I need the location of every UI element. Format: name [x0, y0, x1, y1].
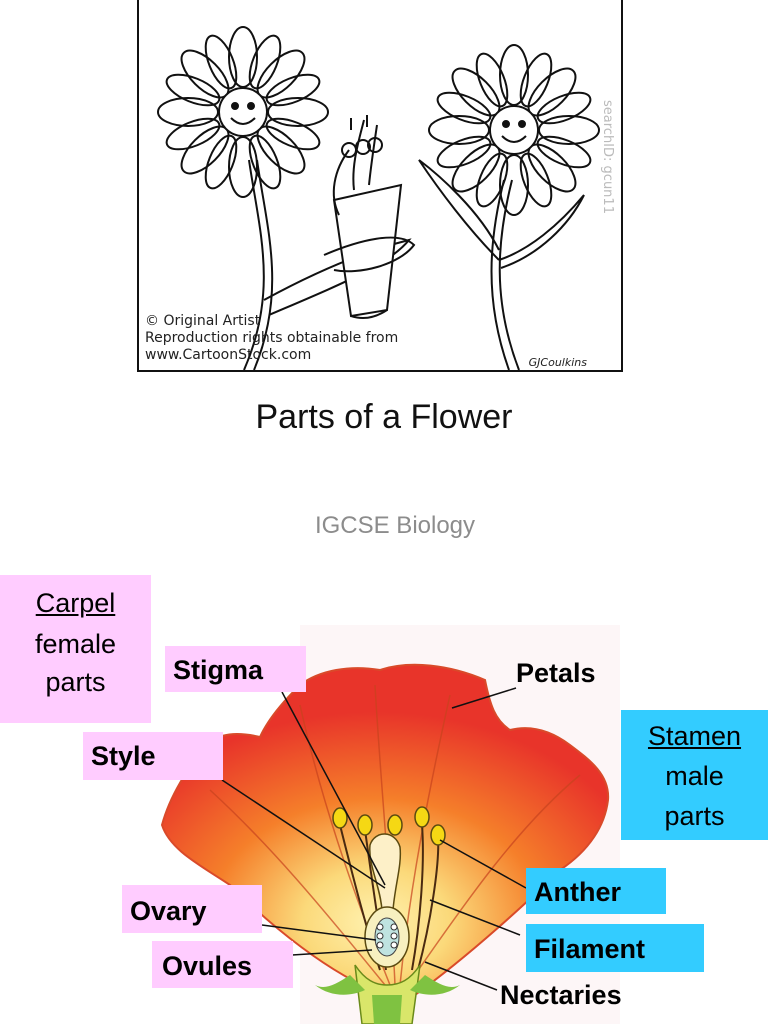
anther-label-box: Anther: [526, 868, 666, 914]
ovary-label: Ovary: [130, 896, 207, 926]
carpel-line1: female: [34, 629, 117, 659]
artist-signature: GJCoulkins: [528, 356, 587, 369]
filament-label: Filament: [534, 934, 646, 964]
anther-label: Anther: [534, 877, 621, 907]
cartoon-image: © Original Artist Reproduction rights ob…: [137, 0, 623, 372]
credit-line-1: © Original Artist: [145, 313, 261, 329]
ovules-label-box: Ovules: [152, 941, 293, 988]
credit-line-2: Reproduction rights obtainable from: [145, 330, 399, 346]
stamen-box: Stamen male parts: [621, 710, 768, 840]
style-label: Style: [91, 741, 156, 771]
page-subtitle: IGCSE Biology: [314, 512, 476, 539]
flower-cartoon-drawing: [157, 26, 600, 370]
petals-label: Petals: [516, 658, 596, 688]
carpel-heading: Carpel: [35, 588, 116, 618]
style-label-box: Style: [83, 732, 223, 780]
stamen-heading: Stamen: [647, 721, 742, 751]
ovules-label: Ovules: [162, 951, 253, 981]
ovary-label-box: Ovary: [122, 885, 262, 933]
stamen-line1: male: [665, 761, 724, 791]
carpel-line2: parts: [45, 667, 106, 697]
filament-label-box: Filament: [526, 924, 704, 972]
search-id: searchID: gcun11: [600, 100, 615, 214]
nectaries-label: Nectaries: [500, 980, 622, 1010]
credit-line-3: www.CartoonStock.com: [145, 347, 312, 363]
carpel-box: Carpel female parts: [0, 575, 151, 723]
stigma-label: Stigma: [173, 655, 264, 685]
page-title: Parts of a Flower: [255, 398, 513, 436]
stamen-line2: parts: [664, 801, 725, 831]
stigma-label-box: Stigma: [165, 646, 306, 692]
